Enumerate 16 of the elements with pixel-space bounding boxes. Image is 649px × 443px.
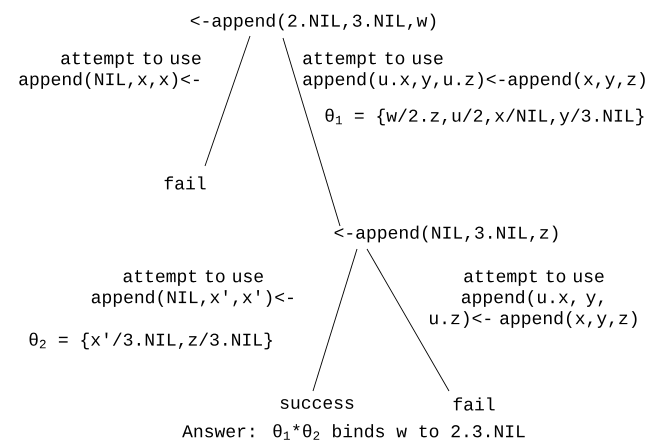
goal-text: <-append(2.NIL,3.NIL,w) [190,14,436,30]
branch-line [204,36,250,166]
result-text: fail [454,397,495,411]
substitution-text: θ$_{2}$ = {x'/3.NIL,z/3.NIL} [30,332,272,350]
edge-label: attempt to use append(u.x,y,u.z)<-append(x,y,z) [303,52,645,89]
result-text: fail [164,176,206,190]
edge-label: attempt to use append(NIL,x',x')<- [92,270,293,307]
goal-text: <-append(NIL,3.NIL,z) [334,226,558,242]
edge-label: attempt to use append(NIL,x,x)<- [19,52,201,89]
branch-line [282,38,340,226]
branch-line [366,248,450,392]
answer-text: Answer: θ$_{1}$*θ$_{2}$ binds w to 2.3.NIL [182,424,525,440]
branch-line [312,248,358,392]
edge-label: attempt to use append(u.x, y, u.z)<- append(x,y,z) [430,270,637,328]
result-text: success [280,399,354,409]
substitution-text: θ$_{1}$ = {w/2.z,u/2,x/NIL,y/3.NIL} [326,108,644,126]
